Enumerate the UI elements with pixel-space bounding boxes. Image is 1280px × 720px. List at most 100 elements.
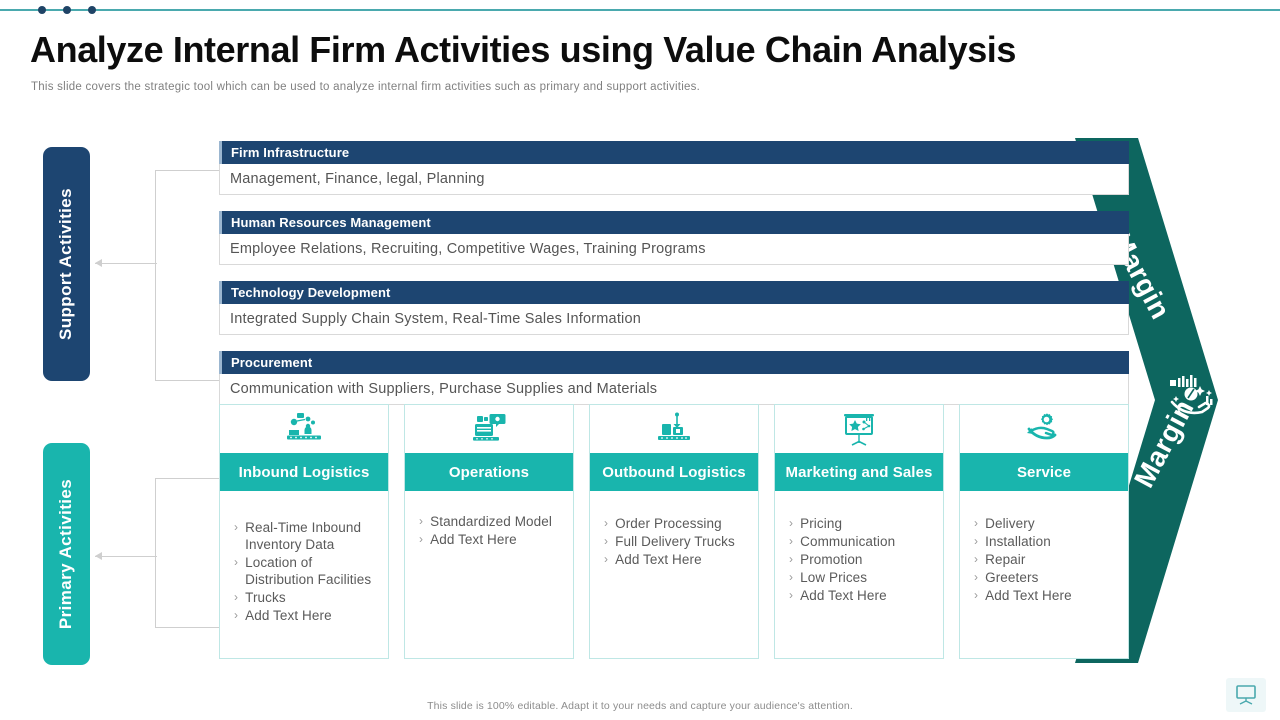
list-item: › Promotion <box>789 551 937 568</box>
support-row-header: Procurement <box>219 351 1129 374</box>
primary-column-items: › Standardized Model ›Add Text Here <box>405 491 573 658</box>
page-subtitle: This slide covers the strategic tool whi… <box>31 81 701 93</box>
support-row-header: Human Resources Management <box>219 211 1129 234</box>
chevron-right-icon: › <box>789 570 794 584</box>
chevron-right-icon: › <box>419 532 424 546</box>
primary-column-title: Marketing and Sales <box>775 453 943 491</box>
list-item-label: Communication <box>800 534 896 549</box>
bracket-support <box>155 170 221 381</box>
list-item-label: Add Text Here <box>615 552 702 567</box>
presentation-screen-icon[interactable] <box>1226 678 1266 712</box>
list-item-label: Add Text Here <box>800 588 887 603</box>
list-item-label: Trucks <box>245 590 286 605</box>
row-spacer <box>219 265 1129 281</box>
list-item-label: Installation <box>985 534 1051 549</box>
bracket-arrow-support <box>95 259 157 267</box>
chevron-right-icon: › <box>974 534 979 548</box>
decoration-dot <box>38 6 46 14</box>
support-row-title: Firm Infrastructure <box>231 145 350 160</box>
primary-activities-columns: Inbound Logistics › Real-Time Inbound Inv… <box>219 404 1129 659</box>
primary-column-operations[interactable]: Operations › Standardized Model ›Add Text… <box>404 404 574 659</box>
chevron-right-icon: › <box>789 552 794 566</box>
chevron-right-icon: › <box>234 590 239 604</box>
support-activities-list: Firm Infrastructure Management, Finance,… <box>219 141 1129 405</box>
decoration-dot <box>88 6 96 14</box>
list-item-label: Full Delivery Trucks <box>615 534 735 549</box>
list-item: ›Add Text Here <box>234 607 382 624</box>
chevron-right-icon: › <box>974 516 979 530</box>
chevron-right-icon: › <box>604 534 609 548</box>
list-item: › Trucks <box>234 589 382 606</box>
conveyor-robot-icon <box>220 405 388 453</box>
primary-column-outbound-logistics[interactable]: Outbound Logistics › Order Processing › Fu… <box>589 404 759 659</box>
chevron-right-icon: › <box>234 520 239 534</box>
list-item-label: Greeters <box>985 570 1039 585</box>
primary-column-inbound-logistics[interactable]: Inbound Logistics › Real-Time Inbound Inv… <box>219 404 389 659</box>
page-title: Analyze Internal Firm Activities using V… <box>30 29 1017 70</box>
footer-note: This slide is 100% editable. Adapt it to… <box>427 700 853 712</box>
chevron-right-icon: › <box>604 552 609 566</box>
support-row-description: Integrated Supply Chain System, Real-Tim… <box>219 304 1129 335</box>
list-item-label: Promotion <box>800 552 863 567</box>
list-item-label: Standardized Model <box>430 514 552 529</box>
primary-column-title: Inbound Logistics <box>220 453 388 491</box>
list-item-label: Delivery <box>985 516 1035 531</box>
chevron-right-icon: › <box>789 588 794 602</box>
support-row-procurement[interactable]: Procurement Communication with Suppliers… <box>219 351 1129 405</box>
primary-column-title: Operations <box>405 453 573 491</box>
primary-column-service[interactable]: Service ›Delivery ›Installation ›Repair … <box>959 404 1129 659</box>
list-item: › Installation <box>974 533 1122 550</box>
list-item: › Low Prices <box>789 569 937 586</box>
list-item: › Add Text Here <box>974 587 1122 604</box>
support-row-title: Procurement <box>231 355 313 370</box>
row-spacer <box>219 195 1129 211</box>
list-item-label: Add Text Here <box>245 608 332 623</box>
primary-column-title: Service <box>960 453 1128 491</box>
chevron-right-icon: › <box>974 570 979 584</box>
chevron-right-icon: › <box>974 588 979 602</box>
list-item: › Add Text Here <box>604 551 752 568</box>
list-item: › Full Delivery Trucks <box>604 533 752 550</box>
chevron-right-icon: › <box>789 534 794 548</box>
list-item: › Communication <box>789 533 937 550</box>
chevron-right-icon: › <box>789 516 794 530</box>
list-item: › Add Text Here <box>789 587 937 604</box>
list-item-label: Pricing <box>800 516 843 531</box>
support-row-firm-infrastructure[interactable]: Firm Infrastructure Management, Finance,… <box>219 141 1129 195</box>
list-item-label: Add Text Here <box>985 588 1072 603</box>
list-item-label: Order Processing <box>615 516 722 531</box>
primary-column-items: ›Real-Time Inbound Inventory Data ›Locat… <box>220 491 388 658</box>
support-row-title: Human Resources Management <box>231 215 431 230</box>
list-item-label: Low Prices <box>800 570 868 585</box>
list-item: ›Add Text Here <box>419 531 567 548</box>
list-item: › Delivery <box>974 515 1122 532</box>
list-item: › Pricing <box>789 515 937 532</box>
operations-terminal-icon <box>405 405 573 453</box>
margin-arrow: Margin Margin <box>1020 138 1280 663</box>
list-item: › Standardized Model <box>419 513 567 530</box>
list-item: › Real-Time Inbound Inventory Data <box>234 519 382 553</box>
primary-column-items: › Pricing › Communication › Promotion › Low … <box>775 491 943 658</box>
presentation-chart-icon <box>775 405 943 453</box>
list-item-label: Repair <box>985 552 1026 567</box>
list-item-label: Real-Time Inbound Inventory Data <box>245 520 362 552</box>
hand-coin-icon <box>1166 374 1218 420</box>
primary-column-title: Outbound Logistics <box>590 453 758 491</box>
side-label-primary-text: Primary Activities <box>56 478 76 630</box>
support-row-description: Employee Relations, Recruiting, Competit… <box>219 234 1129 265</box>
list-item: › Greeters <box>974 569 1122 586</box>
support-row-header: Technology Development <box>219 281 1129 304</box>
chevron-right-icon: › <box>234 555 239 569</box>
primary-column-marketing-and-sales[interactable]: Marketing and Sales › Pricing › Communicat… <box>774 404 944 659</box>
chevron-right-icon: › <box>604 516 609 530</box>
support-row-header: Firm Infrastructure <box>219 141 1129 164</box>
chevron-right-icon: › <box>419 514 424 528</box>
support-row-description: Management, Finance, legal, Planning <box>219 164 1129 195</box>
support-row-human-resources-management[interactable]: Human Resources Management Employee Rela… <box>219 211 1129 265</box>
side-label-support-activities: Support Activities <box>43 147 90 381</box>
top-accent-rule <box>0 9 1280 11</box>
support-row-technology-development[interactable]: Technology Development Integrated Supply… <box>219 281 1129 335</box>
primary-column-items: ›Order Processing ›Full Delivery Trucks … <box>590 491 758 658</box>
top-decoration-dots <box>30 3 130 17</box>
